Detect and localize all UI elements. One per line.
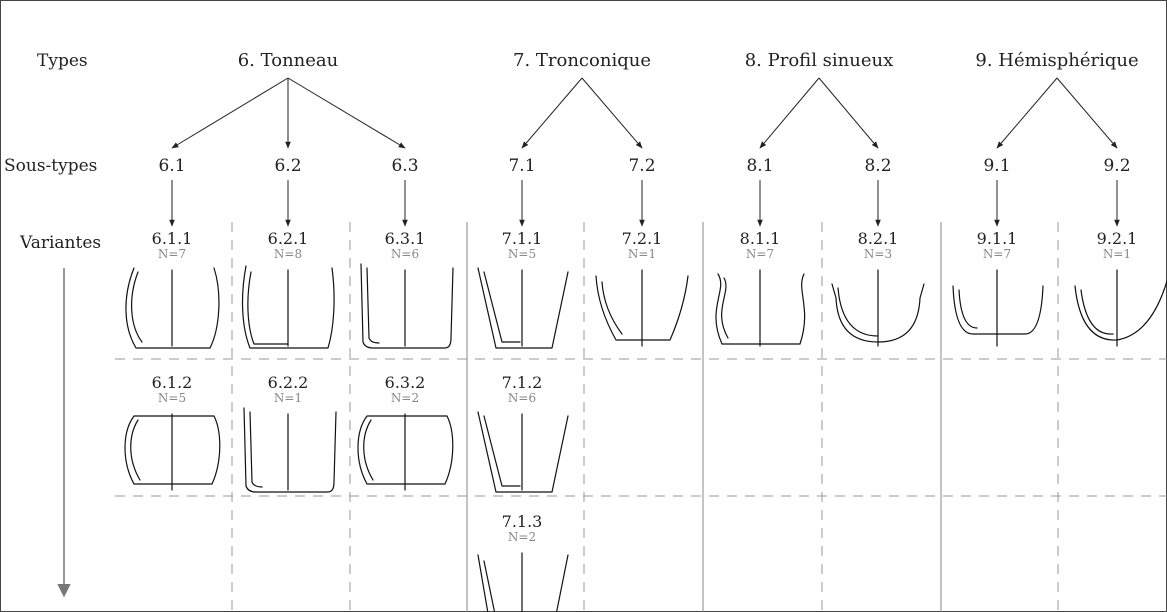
variant-code: 7.1.3 <box>502 512 543 531</box>
variant-count: N=6 <box>391 247 419 261</box>
vessel-profile <box>124 413 221 491</box>
variant-code: 6.2.2 <box>268 373 309 392</box>
vessel-outline <box>243 407 337 493</box>
vessel-profile <box>477 267 569 349</box>
vessel-profile <box>241 265 335 349</box>
vessel-outline <box>595 275 689 341</box>
variant-count: N=1 <box>628 247 656 261</box>
vessel-section <box>483 271 521 343</box>
vessel-section <box>721 277 729 339</box>
subtype-label: 8.2 <box>864 156 891 176</box>
hierarchy-arrows <box>169 77 1120 227</box>
variant-code: 6.2.1 <box>268 229 309 248</box>
type-to-subtype-arrow <box>287 77 406 149</box>
variant-count: N=5 <box>508 247 536 261</box>
vessel-section <box>483 415 521 487</box>
vessel-outline <box>477 554 569 612</box>
type-to-subtype-arrow <box>521 77 583 149</box>
vessel-outline <box>124 415 221 485</box>
vessel-outline <box>241 265 335 349</box>
row-label-sous-types: Sous-types <box>4 156 97 176</box>
type-label: 9. Hémisphérique <box>975 50 1138 71</box>
type-label: 8. Profil sinueux <box>745 50 894 71</box>
variant-code: 7.1.2 <box>502 373 543 392</box>
subtype-label: 7.1 <box>508 156 535 176</box>
vessel-section <box>1080 289 1114 335</box>
subtype-label: 9.1 <box>983 156 1010 176</box>
type-to-subtype-arrow <box>171 77 289 149</box>
type-label: 7. Tronconique <box>513 50 651 71</box>
variant-count: N=5 <box>158 391 186 405</box>
vessel-section <box>483 560 496 612</box>
type-to-subtype-arrow <box>996 77 1058 149</box>
vessel-profile <box>357 413 454 491</box>
separators <box>115 222 1167 612</box>
vessel-profile <box>715 269 806 347</box>
vessel-outline <box>357 415 454 485</box>
vessel-section <box>130 419 141 481</box>
variant-code: 9.2.1 <box>1097 229 1138 248</box>
labels-layer: 6. Tonneau 7. Tronconique 8. Profil sinueu… <box>152 50 1139 544</box>
vessel-section <box>837 287 879 337</box>
type-to-subtype-arrow <box>818 77 879 149</box>
variant-count: N=1 <box>1103 247 1131 261</box>
variant-code: 6.3.2 <box>385 373 426 392</box>
subtype-label: 6.3 <box>391 156 418 176</box>
subtype-label: 7.2 <box>628 156 655 176</box>
row-label-types: Types <box>37 51 88 71</box>
variant-code: 7.1.1 <box>502 229 543 248</box>
vessel-profile <box>831 269 925 347</box>
vessel-outline <box>477 411 569 493</box>
subtype-label: 6.2 <box>274 156 301 176</box>
vessel-section <box>366 267 380 344</box>
vessel-section <box>131 271 143 343</box>
type-label: 6. Tonneau <box>238 50 339 71</box>
vessel-section <box>363 419 374 481</box>
variant-code: 6.1.2 <box>152 373 193 392</box>
vessel-section <box>249 411 263 488</box>
vessel-section <box>247 271 289 345</box>
variant-code: 6.1.1 <box>152 229 193 248</box>
type-to-subtype-arrow <box>581 77 643 149</box>
vessel-profile <box>477 411 569 493</box>
variant-count: N=2 <box>391 391 419 405</box>
vessel-profile <box>595 269 689 347</box>
vessel-profile <box>477 552 569 612</box>
variant-code: 7.2.1 <box>622 229 663 248</box>
variant-code: 8.1.1 <box>740 229 781 248</box>
vessel-section <box>958 289 978 329</box>
variant-count: N=2 <box>508 530 536 544</box>
variant-count: N=7 <box>158 247 186 261</box>
subtype-label: 9.2 <box>1103 156 1130 176</box>
variant-count: N=8 <box>274 247 302 261</box>
vessel-outline <box>1074 278 1167 341</box>
vessel-outline <box>477 267 569 349</box>
variant-code: 9.1.1 <box>977 229 1018 248</box>
type-to-subtype-arrow <box>759 77 820 149</box>
vessel-outline <box>360 263 454 349</box>
type-to-subtype-arrow <box>1056 77 1118 149</box>
row-label-variantes: Variantes <box>19 233 101 253</box>
vessel-profile <box>125 267 220 349</box>
variant-count: N=7 <box>746 247 774 261</box>
variant-code: 6.3.1 <box>385 229 426 248</box>
subtype-label: 8.1 <box>746 156 773 176</box>
variant-code: 8.2.1 <box>858 229 899 248</box>
vessel-outline <box>952 285 1044 335</box>
vessel-section <box>601 281 623 335</box>
vessel-profile <box>1074 269 1167 347</box>
vessel-drawings <box>124 263 1167 612</box>
vessel-outline <box>125 267 220 349</box>
vessel-outline <box>715 273 806 345</box>
vessel-profile <box>952 269 1044 347</box>
variant-count: N=6 <box>508 391 536 405</box>
vessel-profile <box>243 407 337 493</box>
variant-count: N=7 <box>983 247 1011 261</box>
subtype-label: 6.1 <box>158 156 185 176</box>
vessel-profile <box>360 263 454 349</box>
variant-count: N=1 <box>274 391 302 405</box>
variant-count: N=3 <box>864 247 892 261</box>
